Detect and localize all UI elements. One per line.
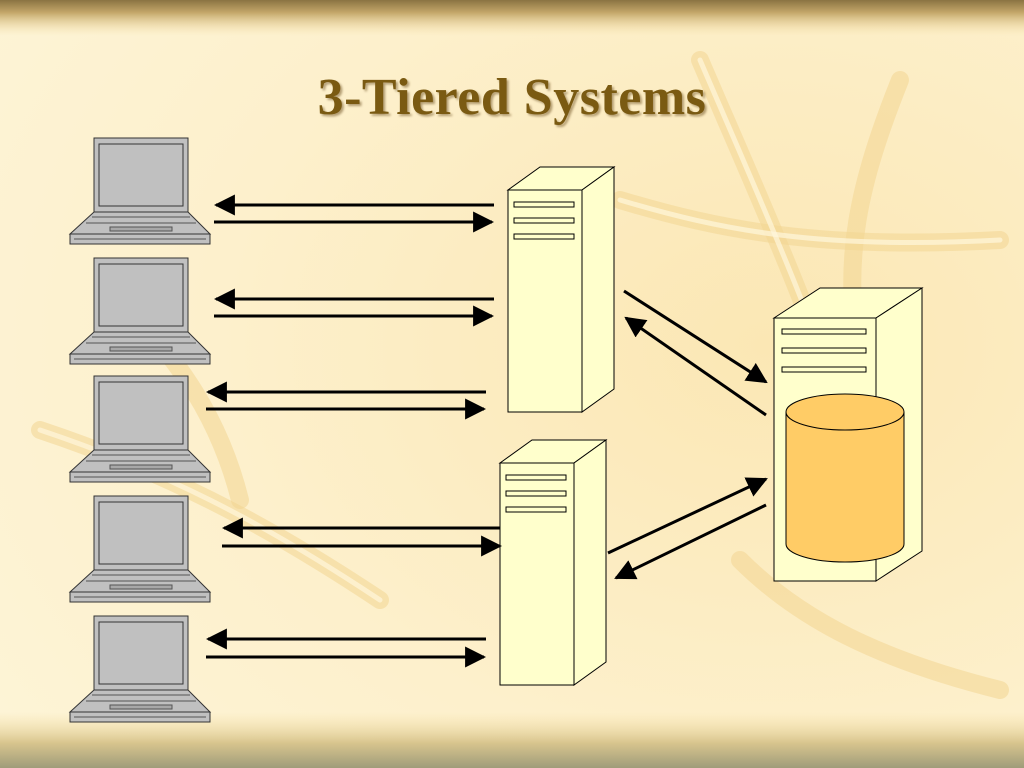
laptop-icon — [68, 615, 212, 723]
laptop-icon — [68, 257, 212, 365]
server-database-arrows — [607, 289, 768, 580]
arrow-from-database — [614, 503, 767, 580]
arrow-to-database — [607, 477, 768, 555]
laptop-screen — [98, 621, 184, 685]
application-server-icon — [498, 439, 608, 686]
laptop-screen — [98, 263, 184, 327]
slide-title: 3-Tiered Systems — [317, 69, 707, 126]
laptop-icon — [68, 495, 212, 603]
client-laptops — [68, 137, 212, 723]
client-server-arrows — [205, 194, 503, 668]
application-server-icon — [506, 166, 616, 413]
laptop-icon — [68, 137, 212, 245]
laptop-screen — [98, 143, 184, 207]
arrow-from-database — [624, 316, 767, 417]
laptop-icon — [68, 375, 212, 483]
arrow-to-database — [623, 289, 768, 384]
laptop-screen — [98, 501, 184, 565]
laptop-screen — [98, 381, 184, 445]
database-server-icon — [772, 287, 924, 582]
database-cylinder-icon — [785, 393, 905, 563]
